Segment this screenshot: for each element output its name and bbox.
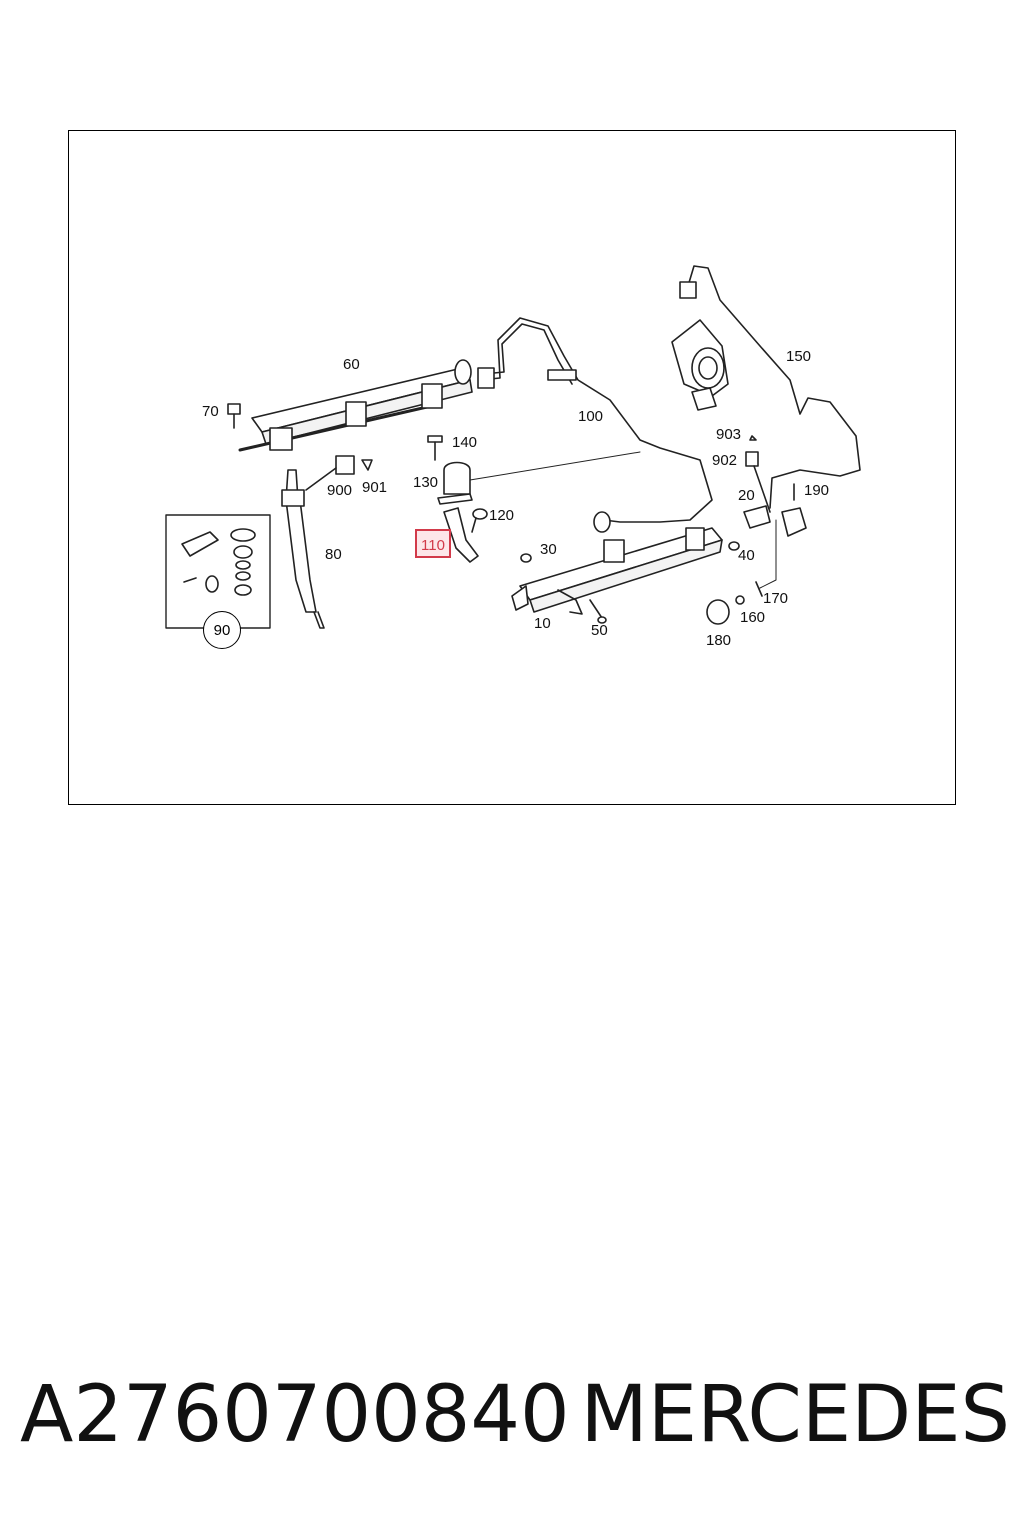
- bolt-140: [427, 435, 443, 461]
- plug-40: [728, 541, 740, 551]
- fuel-line-150: [679, 265, 861, 509]
- sensor-20: [743, 505, 771, 529]
- injector-80: [281, 469, 325, 629]
- callout-120: 120: [489, 507, 515, 524]
- callout-10: 10: [534, 615, 551, 632]
- fitting-190: [781, 483, 807, 537]
- callout-20: 20: [738, 487, 755, 504]
- callout-70: 70: [202, 403, 219, 420]
- bolt-50: [589, 599, 607, 624]
- fuel-line-100: [477, 317, 713, 523]
- cap-180: [706, 599, 730, 625]
- callout-903: 903: [716, 426, 742, 443]
- callout-130: 130: [413, 474, 439, 491]
- connector-902: [745, 451, 771, 513]
- bolt-70: [227, 403, 241, 429]
- callout-50: 50: [591, 622, 608, 639]
- callout-100: 100: [578, 408, 604, 425]
- bolt-120: [471, 508, 488, 533]
- part-number: A2760700840: [20, 1370, 570, 1460]
- caption: A2760700840 MERCEDES: [20, 1370, 1010, 1470]
- seal-kit-parts: [181, 528, 256, 596]
- callout-40: 40: [738, 547, 755, 564]
- callout-140: 140: [452, 434, 478, 451]
- callout-90-circle: 90: [203, 611, 241, 649]
- clip-903: [749, 435, 757, 441]
- callout-160: 160: [740, 609, 766, 626]
- valve-170: [755, 581, 763, 597]
- callout-110-highlighted[interactable]: 110: [415, 529, 451, 558]
- brand-name: MERCEDES: [580, 1370, 1011, 1460]
- connector-900: [305, 455, 373, 491]
- callout-190: 190: [804, 482, 830, 499]
- high-pressure-pump: [671, 319, 729, 411]
- callout-30: 30: [540, 541, 557, 558]
- callout-900: 900: [327, 482, 353, 499]
- clamp-130: [437, 461, 473, 505]
- callout-901: 901: [362, 479, 388, 496]
- callout-902: 902: [712, 452, 738, 469]
- ring-160: [735, 595, 745, 605]
- callout-180: 180: [706, 632, 732, 649]
- callout-80: 80: [325, 546, 342, 563]
- callout-170: 170: [763, 590, 789, 607]
- callout-150: 150: [786, 348, 812, 365]
- fuel-rail-right: [511, 511, 723, 615]
- diagram-frame: [68, 130, 956, 805]
- bolt-30: [520, 553, 532, 563]
- fuel-rail-left: [238, 359, 473, 452]
- bracket-110: [443, 507, 479, 563]
- callout-60: 60: [343, 356, 360, 373]
